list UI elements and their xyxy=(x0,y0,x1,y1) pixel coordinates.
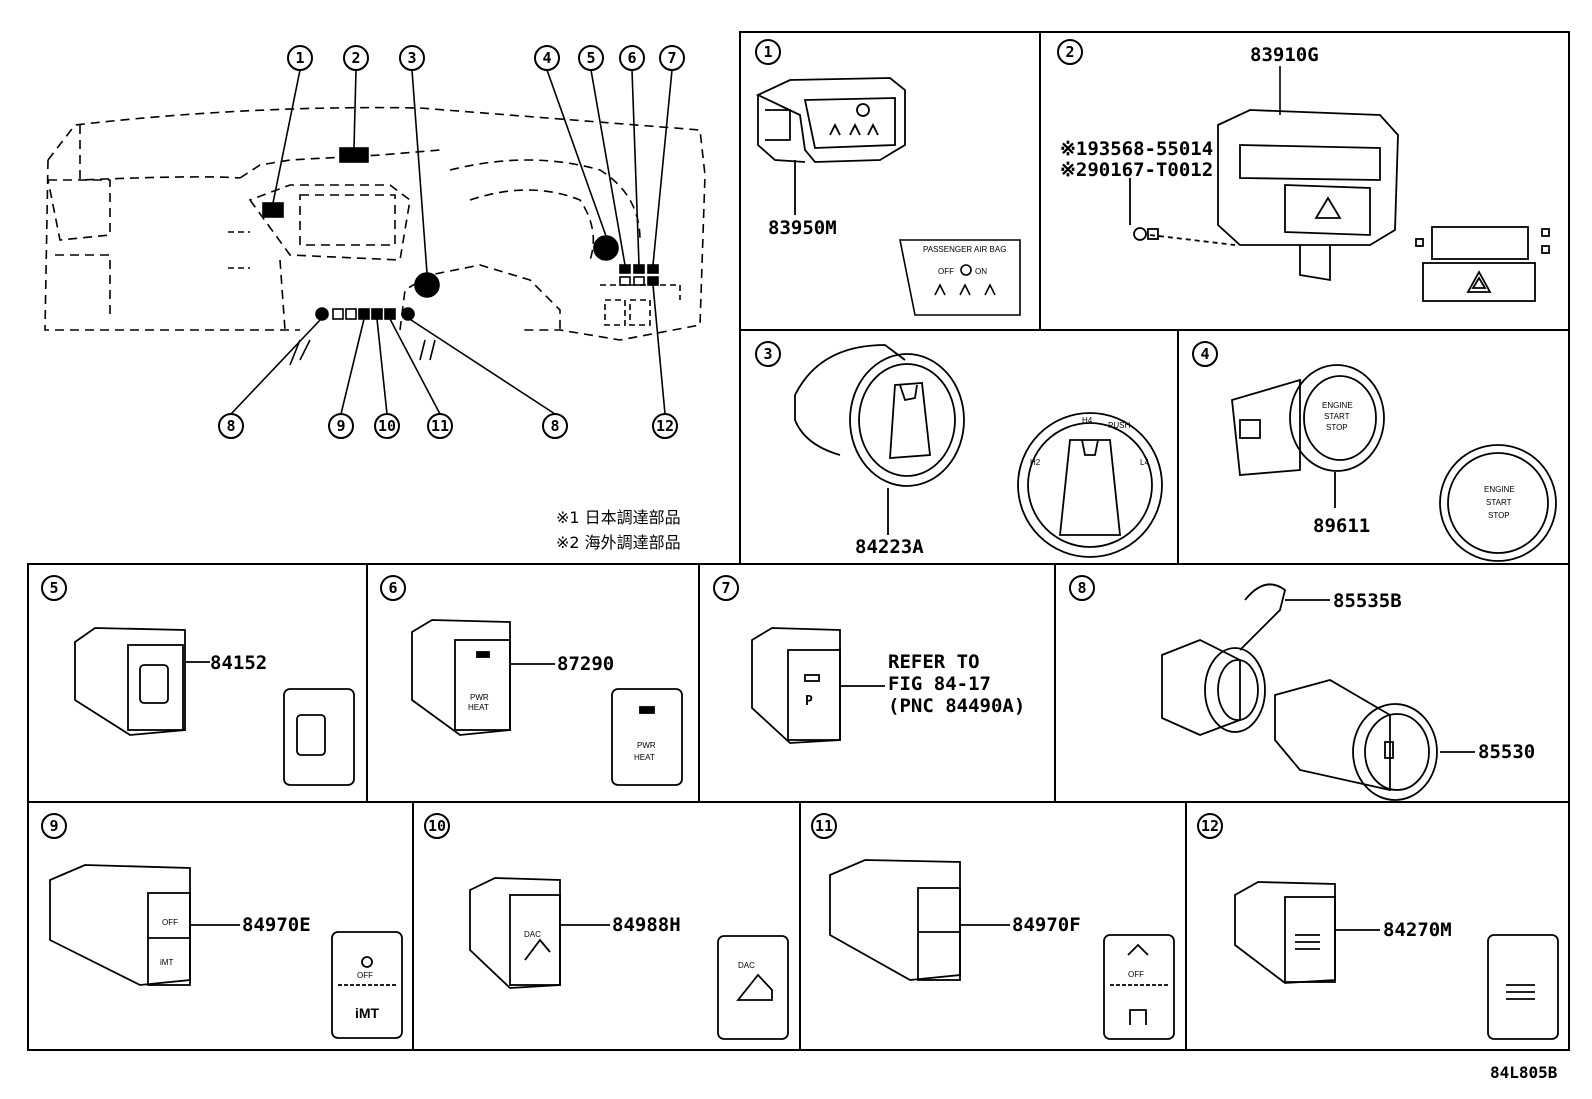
note-90167: ※290167-T0012 xyxy=(1060,159,1213,181)
part-89611: 89611 xyxy=(1313,515,1370,537)
svg-text:H2: H2 xyxy=(1030,458,1041,467)
panel-5: 5 84152 xyxy=(41,575,355,786)
svg-text:5: 5 xyxy=(49,579,58,597)
callout-4: 4 xyxy=(542,49,551,67)
panel-4: 4 ENGINE START STOP ENGINE START STOP 89… xyxy=(1192,341,1557,562)
part-85530: 85530 xyxy=(1478,741,1535,763)
panel-8: 8 85535B 85530 xyxy=(1069,575,1535,801)
overview-callouts: 1 2 3 4 5 6 7 8 9 10 11 8 12 xyxy=(218,45,685,439)
svg-text:7: 7 xyxy=(721,579,730,597)
svg-text:STOP: STOP xyxy=(1326,423,1348,432)
svg-text:9: 9 xyxy=(49,817,58,835)
callout-1: 1 xyxy=(295,49,304,67)
part-87290: 87290 xyxy=(557,653,614,675)
hazard-switch-assembly xyxy=(1129,109,1550,302)
svg-text:HEAT: HEAT xyxy=(468,703,489,712)
part-83950M: 83950M xyxy=(768,217,837,239)
svg-text:11: 11 xyxy=(815,817,833,835)
svg-text:3: 3 xyxy=(763,345,772,363)
svg-text:ON: ON xyxy=(975,267,987,276)
note-1: ※1 日本調達部品 xyxy=(556,508,681,527)
part-84988H: 84988H xyxy=(612,914,681,936)
engine-start-button xyxy=(1231,364,1557,562)
power-heater-switch xyxy=(411,619,683,786)
svg-text:ENGINE: ENGINE xyxy=(1484,485,1515,494)
panel-9: 9 84970E OFF iMT OFF iMT xyxy=(41,813,403,1039)
svg-text:PASSENGER AIR BAG: PASSENGER AIR BAG xyxy=(923,245,1006,254)
svg-text:PWR: PWR xyxy=(470,693,489,702)
part-84152: 84152 xyxy=(210,652,267,674)
svg-text:8: 8 xyxy=(1077,579,1086,597)
airbag-indicator-unit xyxy=(755,77,906,215)
svg-text:iMT: iMT xyxy=(160,958,173,967)
svg-text:ENGINE: ENGINE xyxy=(1322,401,1353,410)
svg-text:L4: L4 xyxy=(1140,458,1149,467)
svg-text:PUSH: PUSH xyxy=(1108,421,1130,430)
svg-text:DAC: DAC xyxy=(738,961,755,970)
svg-text:4: 4 xyxy=(1200,345,1209,363)
dac-switch xyxy=(469,877,789,1040)
callout-3: 3 xyxy=(407,49,416,67)
panel-2: 2 83910G ※193568-55014 ※290167-T0012 xyxy=(1057,39,1550,302)
panel-3: 3 H4 PUSH H2 L4 84223A xyxy=(755,341,1163,558)
svg-text:OFF: OFF xyxy=(162,918,178,927)
part-84970E: 84970E xyxy=(242,914,311,936)
panel-7: 7 P REFER TO FIG 84-17 (PNC 84490A) xyxy=(713,575,1025,744)
panel-grid xyxy=(27,31,1570,1051)
panel-10: 10 84988H DAC DAC xyxy=(424,813,789,1040)
svg-text:6: 6 xyxy=(388,579,397,597)
part-84223A: 84223A xyxy=(855,536,924,558)
part-83910G: 83910G xyxy=(1250,44,1319,66)
svg-text:START: START xyxy=(1486,498,1512,507)
panel-11: 11 84970F OFF xyxy=(811,813,1175,1040)
refer-line-1: REFER TO xyxy=(888,651,980,673)
part-84270M: 84270M xyxy=(1383,919,1452,941)
svg-text:PWR: PWR xyxy=(637,741,656,750)
airbag-label-plate xyxy=(899,239,1021,316)
callout-2: 2 xyxy=(351,49,360,67)
rear-defogger-switch xyxy=(1234,881,1559,1040)
svg-text:10: 10 xyxy=(428,817,446,835)
note-93568: ※193568-55014 xyxy=(1060,138,1213,160)
callout-11: 11 xyxy=(431,417,449,435)
refer-line-2: FIG 84-17 xyxy=(888,673,991,695)
callout-8a: 8 xyxy=(226,417,235,435)
part-84970F: 84970F xyxy=(1012,914,1081,936)
svg-text:12: 12 xyxy=(1201,817,1219,835)
refer-line-3: (PNC 84490A) xyxy=(888,695,1025,717)
vsc-diff-lock-switch xyxy=(829,859,1175,1040)
panel-1: 1 83950M PASSENGER AIR BAG OFF ON xyxy=(755,39,1021,316)
part-85535B: 85535B xyxy=(1333,590,1402,612)
svg-text:START: START xyxy=(1324,412,1350,421)
headlamp-leveling-switch xyxy=(74,627,355,786)
svg-text:STOP: STOP xyxy=(1488,511,1510,520)
svg-text:H4: H4 xyxy=(1082,416,1093,425)
parking-assist-switch xyxy=(751,627,885,744)
svg-text:P: P xyxy=(805,694,813,709)
svg-text:HEAT: HEAT xyxy=(634,753,655,762)
callout-12: 12 xyxy=(656,417,674,435)
svg-text:OFF: OFF xyxy=(1128,970,1144,979)
svg-text:1: 1 xyxy=(763,43,772,61)
svg-text:iMT: iMT xyxy=(355,1005,380,1021)
imt-switch xyxy=(49,864,403,1039)
figure-code: 84L805B xyxy=(1490,1063,1558,1082)
callout-9: 9 xyxy=(336,417,345,435)
power-outlet-socket xyxy=(1161,583,1475,801)
svg-text:2: 2 xyxy=(1065,43,1074,61)
4wd-selector-switch xyxy=(794,344,1163,558)
svg-text:DAC: DAC xyxy=(524,930,541,939)
dashboard-overview xyxy=(44,69,706,415)
callout-10: 10 xyxy=(378,417,396,435)
callout-5: 5 xyxy=(586,49,595,67)
note-2: ※2 海外調達部品 xyxy=(556,533,681,552)
panel-12: 12 84270M xyxy=(1197,813,1559,1040)
svg-text:OFF: OFF xyxy=(357,971,373,980)
callout-7: 7 xyxy=(667,49,676,67)
svg-text:OFF: OFF xyxy=(938,267,954,276)
panel-6: 6 87290 PWR HEAT PWR HEAT xyxy=(380,575,683,786)
callout-6: 6 xyxy=(627,49,636,67)
callout-8b: 8 xyxy=(550,417,559,435)
